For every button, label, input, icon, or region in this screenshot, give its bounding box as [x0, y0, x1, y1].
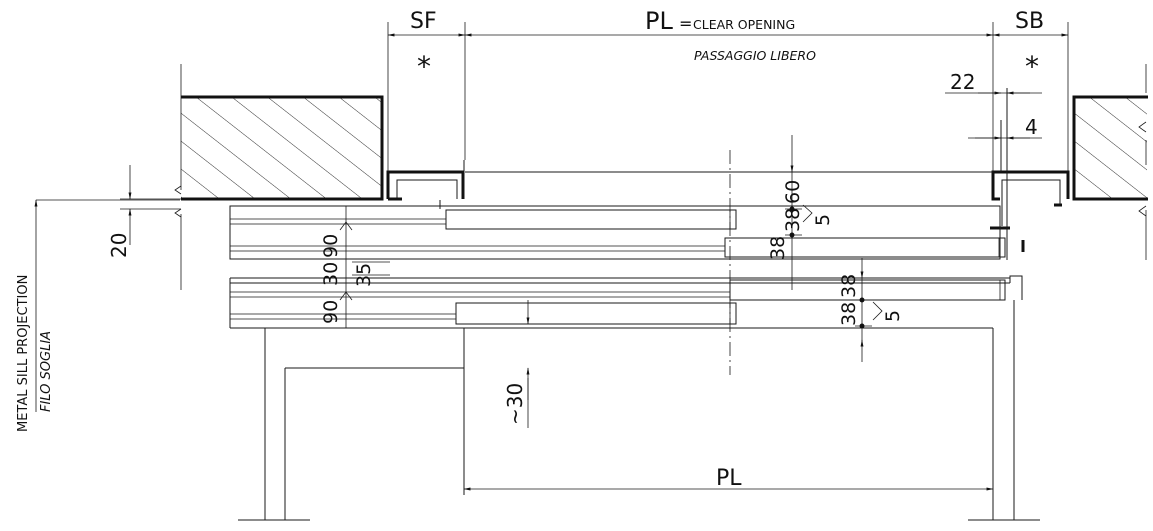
asterisk-right: *: [1025, 50, 1039, 83]
sf-label: SF: [410, 9, 437, 34]
dim-35: 35: [353, 263, 375, 287]
upper-track-assembly: [229, 171, 1006, 260]
metal-sill-line: [34, 199, 180, 412]
dim-90-a: 90: [320, 234, 342, 258]
dim-5-a: 5: [812, 214, 834, 226]
top-dimension-lines: [387, 22, 1069, 172]
dim-60: 60: [782, 180, 804, 204]
dim-90-b: 90: [320, 300, 342, 324]
dim-22: 22: [950, 70, 975, 94]
dim-30-approx: ~30: [503, 383, 527, 425]
dim-4: 4: [1025, 115, 1038, 139]
sb-label: SB: [1015, 9, 1044, 34]
dim-38-c: 38: [838, 274, 860, 298]
dim-20: 20: [107, 233, 131, 258]
equals-sign: =: [679, 14, 692, 33]
support-frame: [238, 300, 1040, 521]
dim-5-b: 5: [882, 310, 904, 322]
dim-38-d: 38: [838, 302, 860, 326]
left-jamb-profile: [386, 160, 465, 201]
pl-bottom-label: PL: [716, 466, 742, 491]
right-wall: [1072, 64, 1148, 260]
dim-30: 30: [320, 262, 342, 286]
passaggio-libero-label: PASSAGGIO LIBERO: [694, 48, 816, 63]
dim-38-a: 38: [782, 208, 804, 232]
filo-soglia-label: FILO SOGLIA: [39, 331, 54, 412]
left-stack-dimensions: [339, 205, 390, 329]
metal-sill-projection-label: METAL SILL PROJECTION: [16, 275, 31, 432]
left-wall: [174, 64, 384, 290]
clear-opening-label: CLEAR OPENING: [693, 17, 795, 32]
dim-20-lines: [120, 165, 181, 245]
dim-38-b: 38: [767, 236, 789, 260]
asterisk-left: *: [417, 50, 431, 83]
right-jamb-profile: [990, 88, 1070, 260]
right-stack-dimensions: [785, 135, 883, 362]
lower-track-assembly: [229, 275, 1023, 329]
pl-top-label: PL: [645, 7, 673, 35]
